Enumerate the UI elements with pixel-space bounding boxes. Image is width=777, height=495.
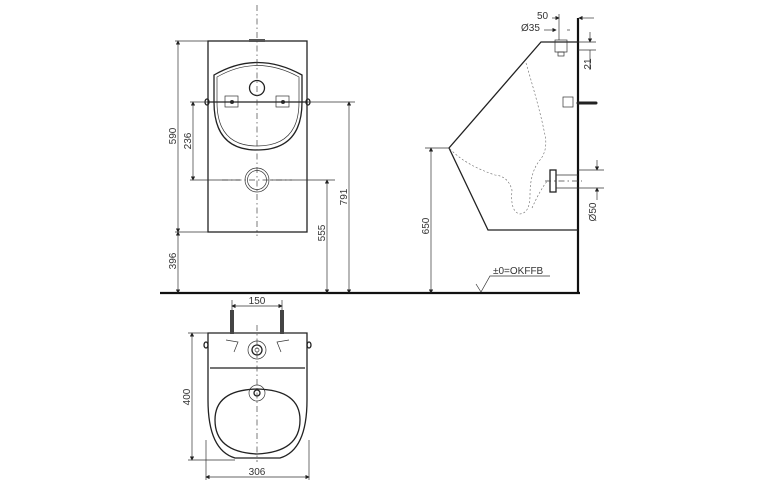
- dim-d35: Ø35: [521, 23, 540, 34]
- dim-150: 150: [249, 296, 266, 307]
- dim-650: 650: [421, 217, 432, 234]
- dim-590: 590: [168, 127, 179, 144]
- dim-306: 306: [249, 467, 266, 478]
- floor-level-label: ±0=OKFFB: [493, 266, 544, 277]
- dim-396: 396: [168, 252, 179, 269]
- dim-21: 21: [583, 58, 594, 70]
- dim-555: 555: [317, 224, 328, 241]
- dim-791: 791: [339, 188, 350, 205]
- side-view: 650 50 Ø35 21 Ø50 ±0=OKFFB: [421, 11, 604, 294]
- dim-d50: Ø50: [588, 202, 599, 221]
- dim-50: 50: [537, 11, 549, 22]
- dim-400: 400: [182, 388, 193, 405]
- dim-236: 236: [183, 132, 194, 149]
- front-view: 590 396 236 791 555: [168, 5, 355, 294]
- top-view: 150 400 306: [182, 296, 312, 480]
